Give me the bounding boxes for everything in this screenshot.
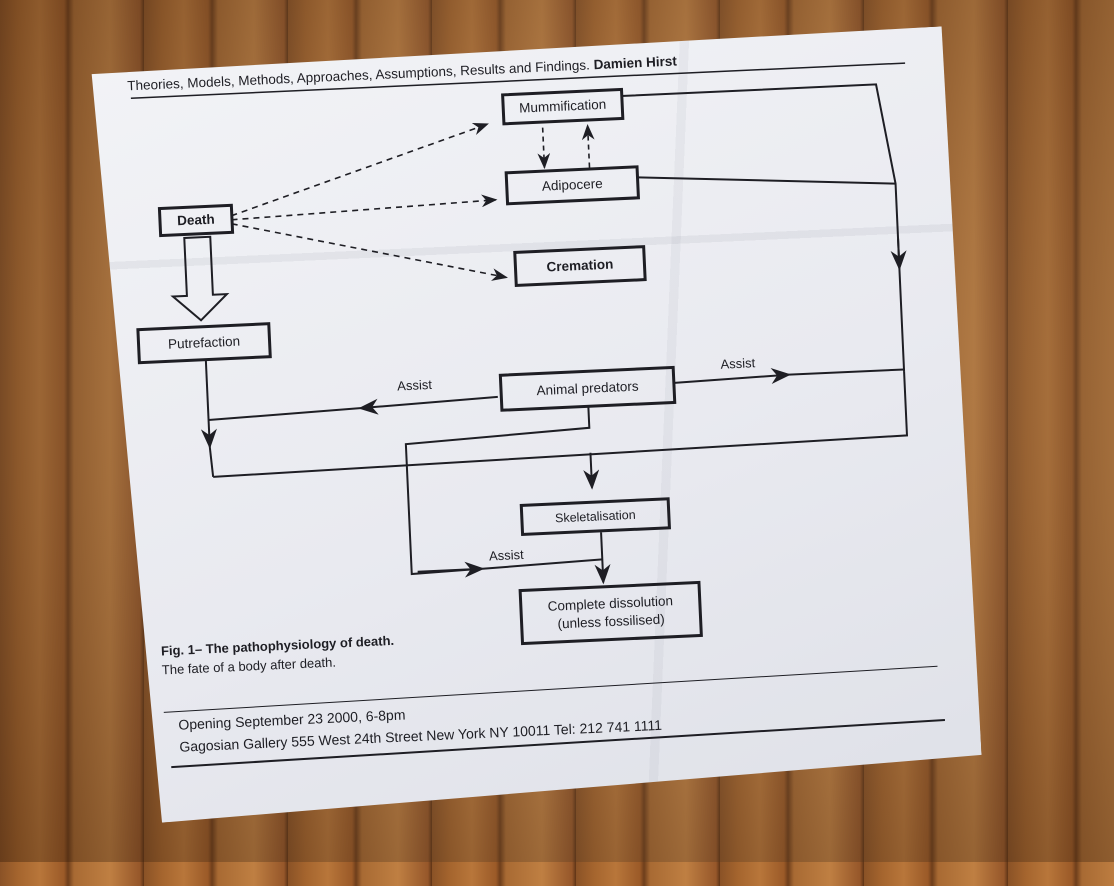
node-putrefaction: Putrefaction: [136, 322, 272, 365]
arrow-adipocere-to-mummification: [581, 123, 595, 168]
arrow-death-to-mummification: [231, 122, 489, 217]
arrow-death-to-adipocere: [231, 194, 498, 221]
arrow-death-to-putrefaction: [170, 235, 230, 322]
line-right-to-bottom: [213, 371, 909, 478]
line-assist-left: [208, 407, 361, 422]
arrow-predators-assist-right: [674, 367, 792, 384]
line-assist-right: [789, 368, 905, 376]
node-adipocere: Adipocere: [504, 165, 640, 206]
node-animal-predators: Animal predators: [498, 365, 677, 412]
footer-rule-top: [163, 665, 938, 713]
node-cremation: Cremation: [513, 245, 647, 288]
edge-label-assist-bottom: Assist: [488, 546, 524, 564]
header-rule: [130, 62, 906, 99]
arrow-predators-assist-left: [358, 395, 498, 415]
arrow-mummification-to-adipocere: [537, 127, 551, 170]
node-mummification: Mummification: [501, 87, 625, 126]
line-mummification-right: [621, 83, 906, 372]
line-assist-bottom: [482, 558, 603, 570]
arrow-right-down: [890, 238, 907, 271]
arrow-putrefaction-down: [200, 360, 217, 450]
edge-label-assist-left: Assist: [396, 376, 433, 394]
node-death: Death: [157, 203, 235, 238]
arrow-to-skeletalisation: [583, 452, 600, 490]
dissolution-line-2: (unless fossilised): [557, 611, 666, 632]
node-skeletalisation: Skeletalisation: [519, 497, 671, 536]
line-adipocere-right: [637, 176, 896, 185]
arrow-assist-bottom: [417, 561, 485, 578]
arrow-death-to-cremation: [231, 223, 508, 281]
node-complete-dissolution: Complete dissolution (unless fossilised): [518, 580, 703, 646]
edge-label-assist-right: Assist: [720, 355, 756, 372]
line-putrefaction-bottom: [208, 446, 215, 478]
arrow-to-dissolution: [594, 532, 611, 585]
line-predators-loop: [404, 405, 591, 576]
footer-rule-bottom: [171, 718, 945, 769]
